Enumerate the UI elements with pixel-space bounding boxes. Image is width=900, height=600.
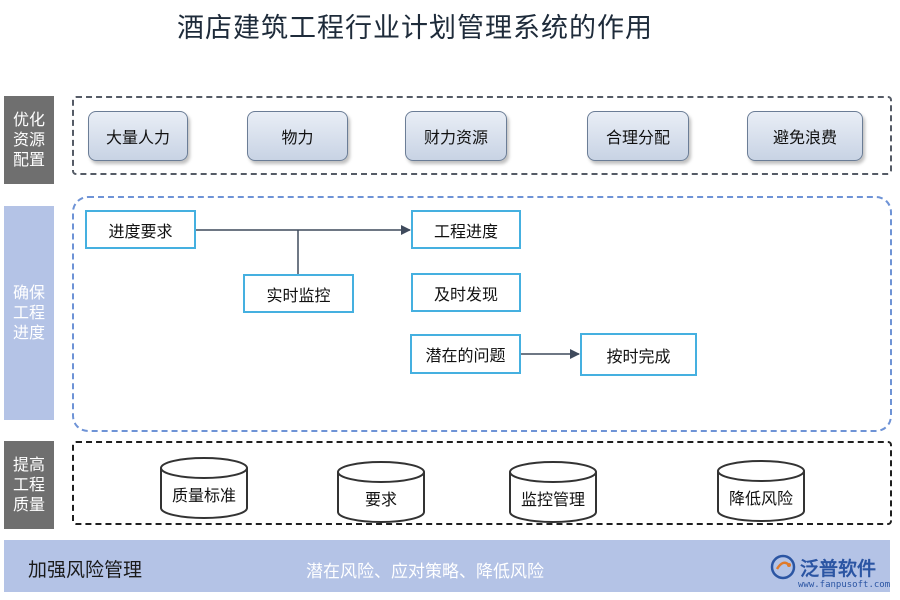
section-label-resources: 优化资源配置 — [4, 96, 54, 184]
cylinder-quality-standard: 质量标准 — [159, 456, 249, 520]
quality-panel — [72, 441, 892, 525]
node-project-progress: 工程进度 — [411, 210, 521, 249]
cylinder-monitor-management: 监控管理 — [508, 460, 598, 524]
cylinder-shape — [509, 461, 597, 523]
cylinder-label: 要求 — [364, 490, 397, 509]
section-label-quality: 提高工程质量 — [4, 441, 54, 529]
logo-url: www.fanpusoft.com — [798, 580, 891, 590]
cylinder-shape — [717, 460, 805, 522]
progress-panel — [72, 196, 892, 432]
resource-item-finance: 财力资源 — [405, 111, 507, 161]
node-progress-requirement: 进度要求 — [85, 210, 196, 249]
risk-bar-subtitle: 潜在风险、应对策略、降低风险 — [306, 562, 544, 582]
node-timely-discovery: 及时发现 — [411, 273, 521, 312]
logo-icon — [770, 554, 796, 580]
logo-text: 泛普软件 — [800, 557, 877, 580]
cylinder-label: 监控管理 — [520, 490, 585, 509]
resources-panel — [72, 96, 892, 175]
cylinder-requirement: 要求 — [336, 460, 426, 524]
page-title: 酒店建筑工程行业计划管理系统的作用 — [177, 13, 653, 44]
resource-item-allocation: 合理分配 — [587, 111, 689, 161]
cylinder-shape — [160, 457, 248, 519]
risk-bar-title: 加强风险管理 — [28, 559, 143, 581]
risk-management-bar — [4, 540, 890, 592]
resource-item-material: 物力 — [247, 111, 348, 161]
cylinder-reduce-risk: 降低风险 — [716, 459, 806, 523]
cylinder-label: 质量标准 — [171, 486, 236, 505]
cylinder-label: 降低风险 — [728, 489, 793, 508]
resource-item-avoid-waste: 避免浪费 — [747, 111, 863, 161]
brand-logo: 泛普软件 — [770, 552, 876, 582]
section-label-progress: 确保工程进度 — [4, 206, 54, 420]
node-realtime-monitor: 实时监控 — [243, 274, 354, 313]
node-potential-issue: 潜在的问题 — [410, 334, 521, 374]
resource-item-labor: 大量人力 — [88, 111, 188, 161]
node-on-time-completion: 按时完成 — [580, 333, 697, 376]
cylinder-shape — [337, 461, 425, 523]
